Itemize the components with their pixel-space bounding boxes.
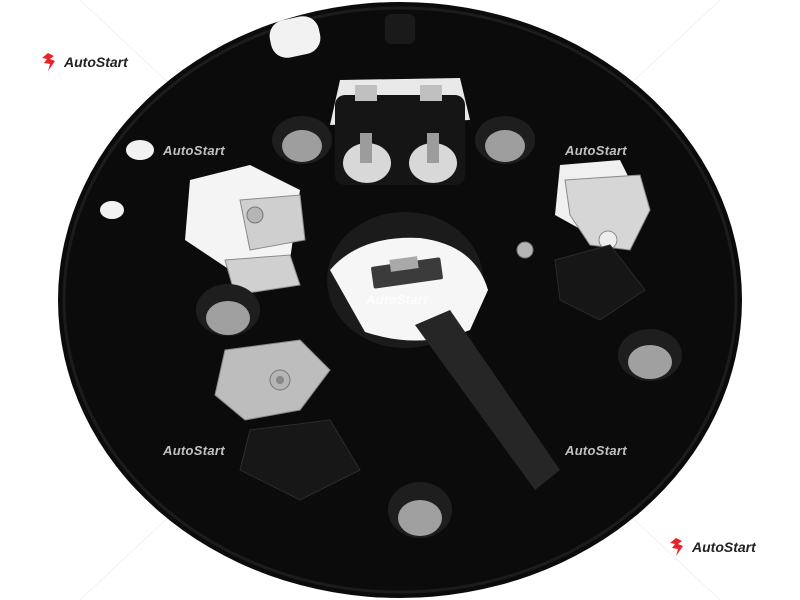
metal-brackets: [214, 174, 651, 421]
watermark-label: AutoStart: [565, 143, 627, 158]
mounting-hole: [126, 140, 154, 160]
brand-name: AutoStart: [692, 539, 756, 555]
brand-logo-top-left: AutoStart: [38, 52, 128, 72]
mounting-bosses: [196, 116, 682, 538]
watermark-label: AutoStart: [565, 443, 627, 458]
terminals: [343, 85, 457, 183]
carbon-brush: [371, 257, 443, 289]
brush-clip: [389, 256, 419, 272]
plate-rim: [62, 6, 738, 594]
brush-arm: [415, 310, 560, 490]
watermark-label: AutoStart: [163, 143, 225, 158]
screws: [246, 206, 534, 391]
autostart-logo-icon: [670, 538, 683, 556]
autostart-logo-icon: [42, 53, 55, 71]
mounting-slot: [269, 16, 321, 58]
brand-name: AutoStart: [64, 54, 128, 70]
mounting-slot-top: [385, 14, 415, 44]
brand-logo-bottom-right: AutoStart: [666, 537, 756, 557]
watermark-label: AutoStart: [366, 292, 428, 307]
right-clip: [554, 244, 646, 321]
mounting-hole: [100, 201, 124, 219]
lower-ribs: [239, 419, 361, 501]
watermark-label: AutoStart: [163, 443, 225, 458]
